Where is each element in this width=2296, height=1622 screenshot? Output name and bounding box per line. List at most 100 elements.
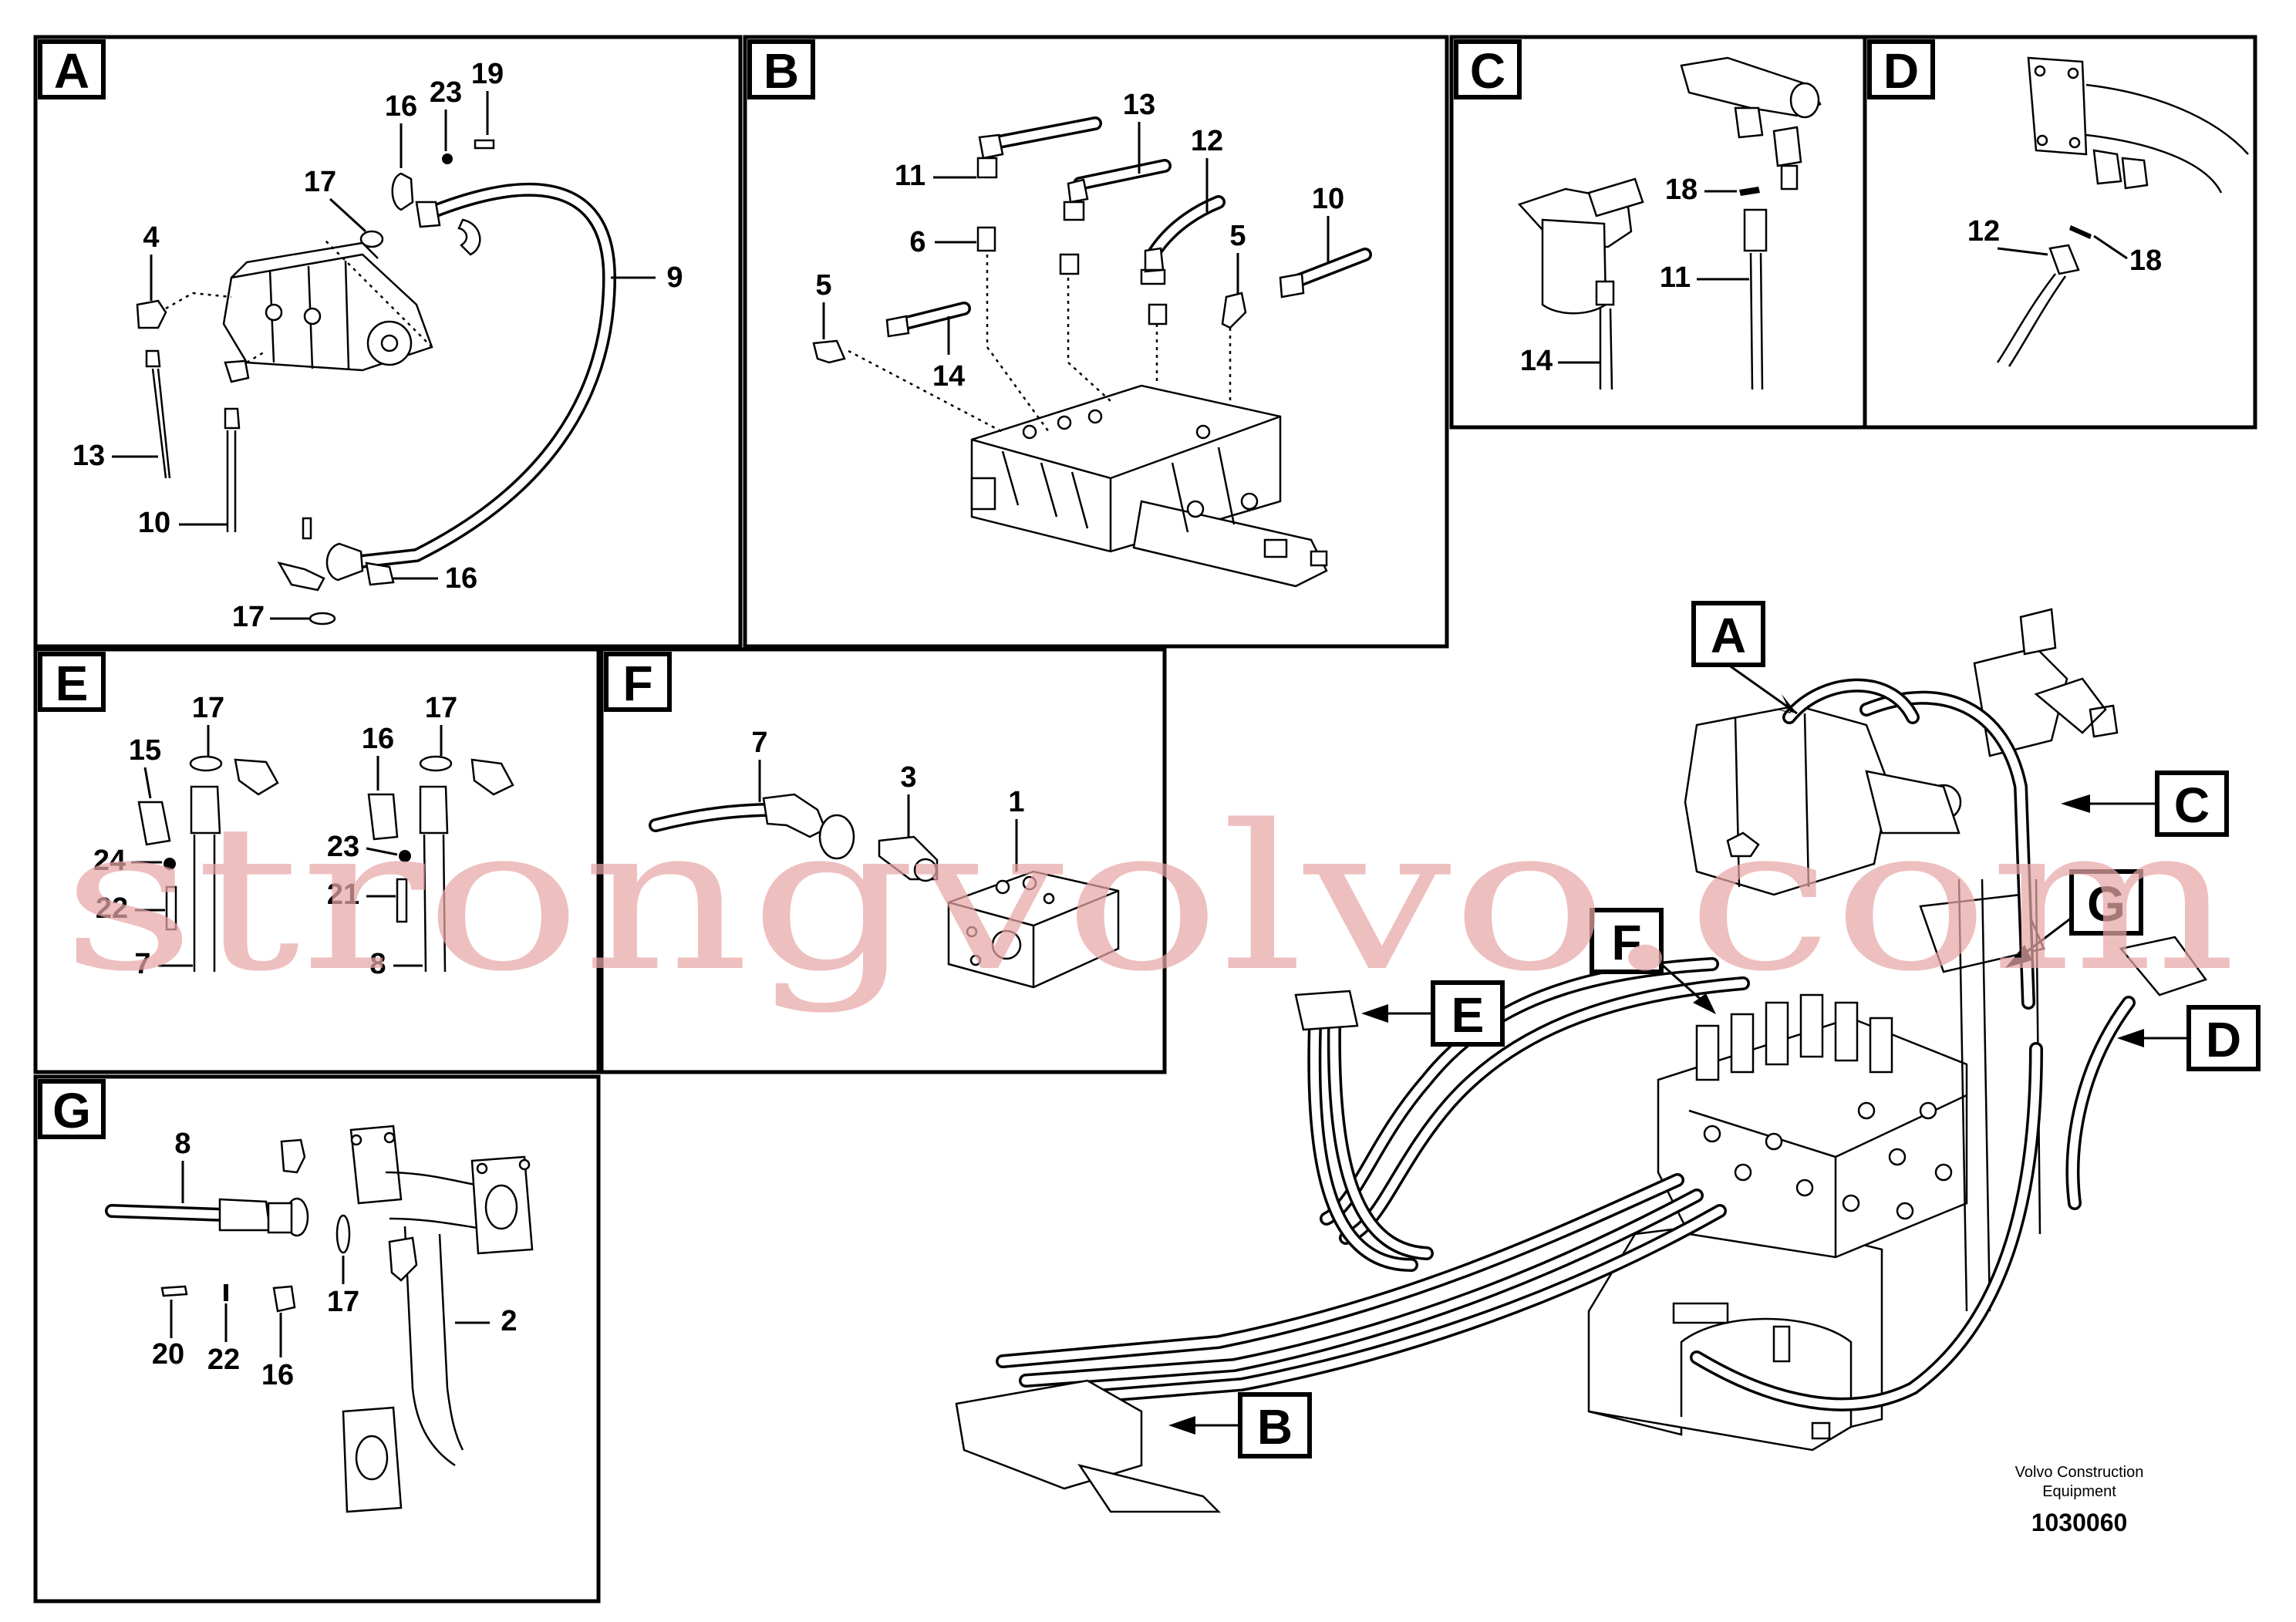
elbow-4 — [136, 299, 167, 329]
overview-tag-g-group: G — [2005, 869, 2143, 968]
hose-11-fitting — [1743, 208, 1768, 252]
overview-tag-e: E — [1451, 987, 1485, 1043]
pump-head — [1865, 770, 1961, 835]
callout-f-7: 7 — [751, 727, 767, 759]
callout-b-6: 6 — [909, 226, 925, 258]
overview-tag-a: A — [1711, 608, 1746, 663]
panel-g-frame — [33, 1074, 601, 1603]
hose-9-elbow-bottom — [325, 542, 364, 582]
panel-b-tag-box — [747, 39, 815, 99]
overview-tag-c-group: C — [2061, 771, 2229, 837]
panel-d-tag: D — [1883, 43, 1919, 99]
clamp-16-bottom-left — [277, 561, 325, 592]
bolt-19 — [474, 139, 495, 150]
fitting-14 — [885, 315, 910, 338]
oring-18-d — [2069, 225, 2092, 239]
overview-tag-f: F — [1611, 915, 1641, 970]
panel-b-tag: B — [764, 43, 799, 99]
callout-b-10: 10 — [1312, 183, 1344, 215]
callout-g-22: 22 — [207, 1344, 240, 1376]
callout-d-12: 12 — [1967, 215, 2000, 248]
panel-c-tag-box — [1454, 39, 1522, 99]
overview-tag-b-group: B — [1168, 1392, 1312, 1458]
callout-c-18: 18 — [1665, 174, 1698, 206]
overview-valve-b — [955, 1379, 1143, 1490]
hose-8-assembly — [367, 755, 514, 973]
callout-g-8: 8 — [174, 1128, 190, 1160]
callout-g-20: 20 — [152, 1338, 184, 1371]
fitting-6 — [976, 226, 996, 252]
fitting-10 — [1279, 272, 1305, 298]
callout-e-21: 21 — [327, 878, 359, 911]
callout-e-16: 16 — [362, 723, 394, 755]
fitting-11 — [976, 133, 1004, 179]
overview-tag-b: B — [1257, 1399, 1293, 1455]
oring-17-bottom — [308, 612, 336, 626]
overview-hoses — [996, 678, 2136, 1411]
valve-bolts — [1703, 1101, 1953, 1220]
adapter-3 — [878, 835, 939, 882]
panel-e-frame — [33, 647, 601, 1074]
callout-e-22: 22 — [96, 892, 128, 925]
hose-10-line — [226, 430, 237, 532]
panel-b: B — [743, 35, 1449, 649]
credit-line-2: Equipment — [2042, 1483, 2116, 1500]
callout-b-14: 14 — [932, 360, 965, 393]
part-number: 1030060 — [2031, 1509, 2128, 1536]
callout-a-19: 19 — [471, 58, 504, 90]
pump-port — [1726, 831, 1760, 858]
panel-a-tag-box — [38, 39, 106, 99]
callout-b-11: 11 — [895, 160, 925, 192]
hose-8-g — [105, 1197, 309, 1237]
panel-g-tag-box — [38, 1079, 106, 1139]
panel-d-tag-box — [1867, 39, 1935, 99]
elbow-5-left — [812, 339, 846, 364]
elbow-lower — [224, 359, 250, 383]
bolt-20 — [160, 1285, 188, 1297]
callout-d-18: 18 — [2129, 244, 2162, 277]
main-pump-edges — [1734, 713, 1810, 888]
base-slot — [1672, 1302, 1729, 1324]
hose-13-line — [151, 368, 171, 479]
oring-17-g — [335, 1214, 351, 1254]
callout-f-3: 3 — [900, 761, 916, 794]
pressure-sensor-assembly — [1680, 56, 1822, 191]
fitting-12 — [1140, 247, 1166, 285]
panel-a-tag: A — [54, 43, 89, 99]
panel-g-tag: G — [52, 1083, 91, 1138]
callout-a-23: 23 — [430, 76, 462, 109]
hose-9 — [340, 182, 617, 570]
fitting-mid — [1059, 253, 1080, 275]
callout-e-17-left: 17 — [192, 692, 224, 724]
panel-f-tag-box — [604, 652, 672, 712]
callout-a-17-bottom: 17 — [232, 601, 265, 633]
clamp-16-bottom-right — [365, 561, 395, 586]
panel-d-frame — [1863, 35, 2257, 430]
callout-e-17-right: 17 — [425, 692, 457, 724]
callout-g-17: 17 — [327, 1286, 359, 1318]
pipe-flange-d — [2027, 56, 2249, 194]
elbow-5-right — [1221, 292, 1247, 329]
hose-7-f — [649, 793, 855, 860]
panel-b-hoses — [895, 116, 1372, 331]
hose-7-assembly — [137, 755, 279, 972]
panel-a-dashes — [165, 238, 433, 364]
callout-b-5-left: 5 — [815, 269, 831, 302]
panel-a-frame — [33, 35, 743, 649]
callout-b-5-right: 5 — [1229, 220, 1246, 252]
callout-a-16: 16 — [385, 90, 417, 123]
valve-spools — [1695, 993, 1893, 1081]
base-bracket — [1772, 1325, 1791, 1363]
panel-e-tag: E — [56, 656, 89, 711]
callout-f-1: 1 — [1008, 786, 1024, 818]
clamp-g-top — [280, 1138, 306, 1174]
pipe-2 — [342, 1125, 534, 1513]
panel-a: A — [33, 35, 743, 649]
overview-tag-c: C — [2174, 777, 2210, 833]
overview-tag-g: G — [2087, 876, 2126, 932]
filter-assembly — [1517, 177, 1644, 315]
hose-13-end — [145, 349, 161, 368]
gear-pump — [222, 241, 433, 372]
watermark: strongvolvo.com — [62, 783, 2237, 1016]
